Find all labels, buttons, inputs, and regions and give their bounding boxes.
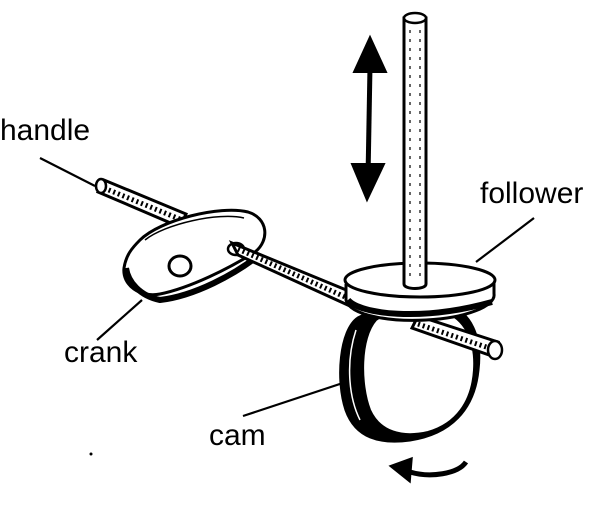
camshaft (228, 240, 359, 308)
handle-label: handle (0, 114, 91, 147)
handle-shaft (94, 177, 189, 229)
handle-leader (39, 157, 96, 187)
crank-leader (96, 299, 143, 341)
crank-pin-hole (167, 254, 193, 278)
speck (89, 452, 93, 456)
crank-label: crank (64, 336, 138, 369)
cam-disc (339, 302, 481, 443)
crank-plate (122, 208, 267, 304)
cam-label: cam (209, 419, 266, 452)
cam-leader (242, 378, 353, 418)
rotation-arrow-icon (388, 456, 469, 484)
follower-leader (475, 217, 535, 263)
follower-label: follower (480, 177, 584, 210)
follower-plate (343, 261, 497, 322)
follower-rod (402, 11, 428, 290)
leader-lines (39, 157, 535, 418)
double-vertical-arrow-icon (350, 34, 388, 203)
